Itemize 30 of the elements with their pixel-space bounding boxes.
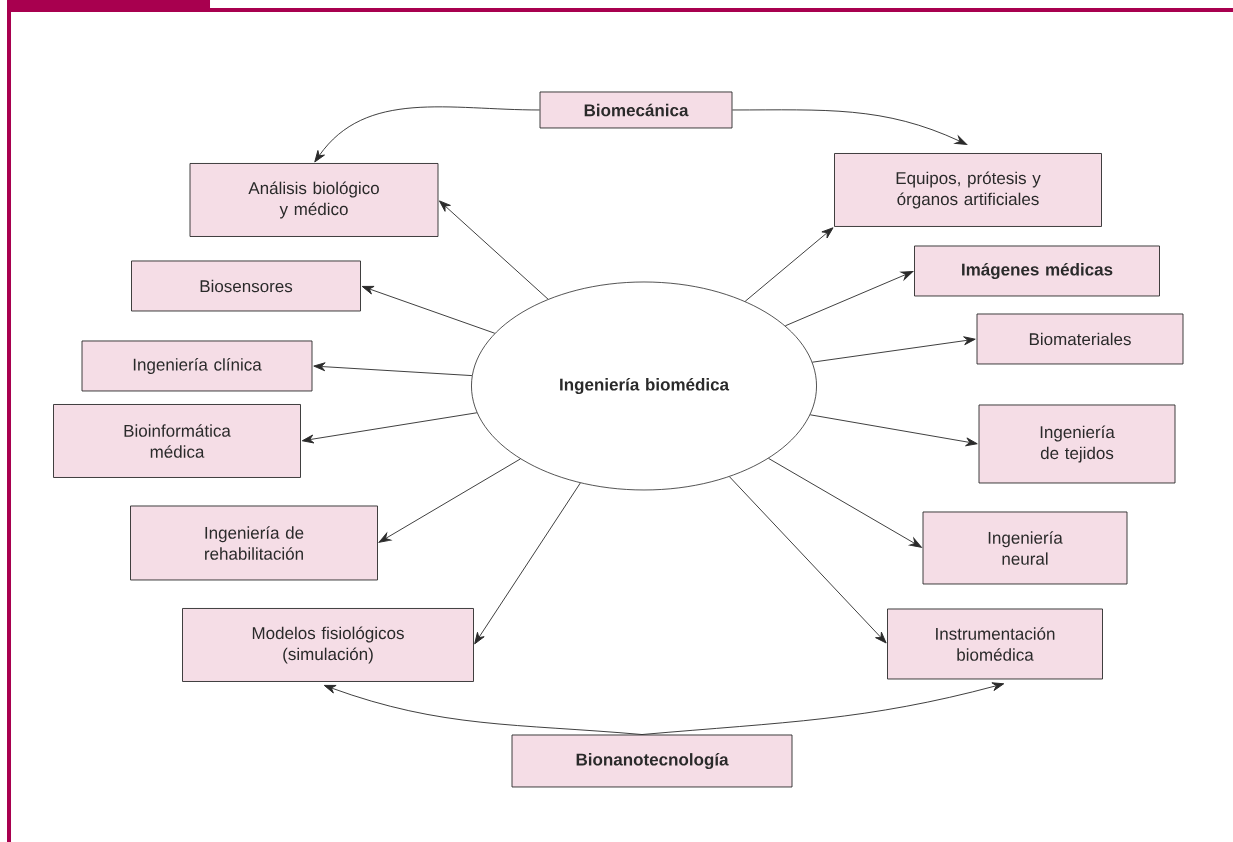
arrow xyxy=(744,227,834,302)
topic-box: Equipos, prótesis y órganos artificiales xyxy=(834,153,1102,227)
topic-box: Bioinformática médica xyxy=(53,404,301,478)
arrow xyxy=(729,476,887,644)
arrow xyxy=(361,285,496,334)
topic-box: Modelos fisiológicos (simulación) xyxy=(182,608,474,682)
topic-box: Análisis biológico y médico xyxy=(189,163,439,237)
arrow xyxy=(732,109,968,145)
topic-box: Imágenes médicas xyxy=(914,245,1160,297)
arrow xyxy=(314,106,540,163)
arrow xyxy=(641,682,1005,735)
topic-box: Biosensores xyxy=(131,260,361,312)
topic-box: Ingeniería clínica xyxy=(81,340,313,392)
topic-box: Bionanotecnología xyxy=(511,734,793,788)
arrow xyxy=(378,458,521,543)
topic-box: Biomecánica xyxy=(539,91,733,129)
topic-box: Ingeniería de rehabilitación xyxy=(130,505,378,581)
arrow xyxy=(313,362,473,377)
topic-box: Ingeniería neural xyxy=(922,511,1128,585)
topic-box: Instrumentación biomédica xyxy=(887,608,1103,680)
arrow xyxy=(809,414,978,447)
arrow xyxy=(474,482,581,645)
arrow xyxy=(301,412,478,444)
arrow xyxy=(323,684,643,735)
arrow xyxy=(811,336,976,363)
topic-box: Ingeniería de tejidos xyxy=(978,404,1176,484)
topic-box: Biomateriales xyxy=(976,313,1184,365)
arrow xyxy=(768,457,922,548)
arrow xyxy=(784,271,914,327)
arrow xyxy=(439,200,549,300)
